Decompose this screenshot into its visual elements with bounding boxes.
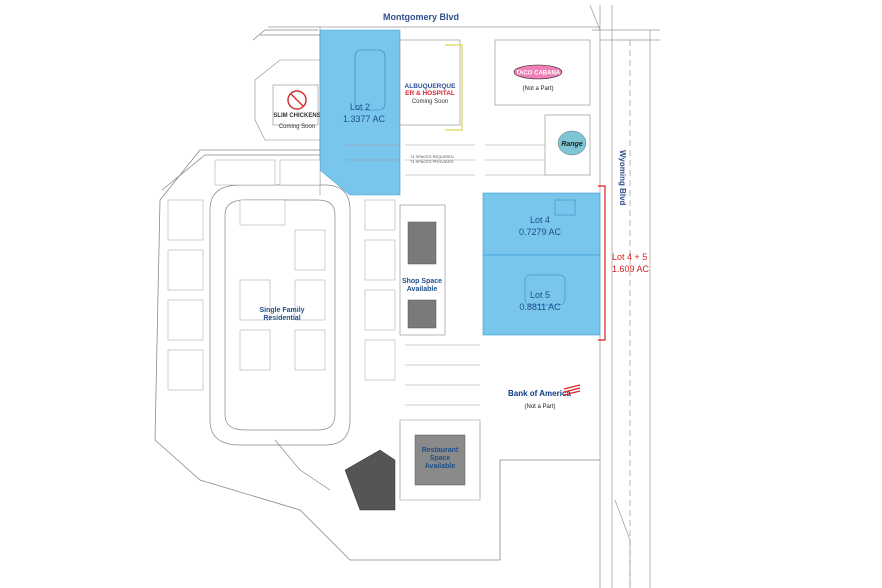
boa-name: Bank of America	[508, 389, 571, 398]
taco-cabana-note: (Not a Part)	[522, 86, 553, 92]
wyoming-blvd-label: Wyoming Blvd	[618, 150, 627, 206]
lot-5-label: Lot 5	[530, 290, 550, 300]
boa-note: (Not a Part)	[524, 404, 555, 410]
lot-2-acreage: 1.3377 AC	[343, 114, 386, 124]
lot-group-label: Lot 4 + 5	[612, 252, 647, 262]
range-logo-icon	[557, 130, 587, 156]
lot-2-label: Lot 2	[350, 102, 370, 112]
slim-chickens-pad: SLIM CHICKENS Coming Soon	[254, 59, 321, 141]
shop-space[interactable]: Shop Space Available	[399, 204, 446, 336]
restaurant-label-line1: Restaurant	[422, 447, 459, 454]
shop-label-line1: Shop Space	[402, 278, 442, 285]
taco-cabana-pad: TACO CABANA (Not a Part)	[494, 39, 591, 106]
lot-4-label: Lot 4	[530, 215, 550, 225]
slim-chickens-status: Coming Soon	[279, 124, 315, 130]
range-pad: Range	[544, 114, 591, 176]
restaurant-space[interactable]: Restaurant Space Available	[399, 419, 481, 501]
lot-5-acreage: 0.8811 AC	[519, 302, 561, 312]
residential-loop	[209, 184, 351, 446]
restaurant-label-line3: Available	[425, 463, 456, 470]
parking-rows	[345, 144, 545, 406]
lot-4[interactable]: Lot 4 0.7279 AC	[482, 192, 601, 256]
lot-group-acreage: 1.609 AC	[612, 264, 650, 274]
restaurant-label-line2: Space	[430, 455, 451, 462]
lot-4-5-bracket	[598, 185, 606, 341]
residential-homesites	[167, 159, 396, 391]
er-hospital-pad: ALBUQUERQUE ER & HOSPITAL Coming Soon	[399, 39, 463, 131]
lot-5[interactable]: Lot 5 0.8811 AC	[482, 254, 601, 336]
boa-flag-icon	[563, 384, 581, 396]
er-status: Coming Soon	[412, 99, 448, 105]
residential-label-line1: Single Family	[259, 307, 304, 314]
shop-label-line2: Available	[407, 286, 438, 293]
er-name-line2: ER & HOSPITAL	[405, 90, 455, 97]
range-name: Range	[561, 141, 583, 148]
montgomery-blvd-label: Montgomery Blvd	[383, 12, 459, 22]
lot-4-acreage: 0.7279 AC	[519, 227, 562, 237]
entry-feature	[274, 439, 396, 511]
slim-chickens-name: SLIM CHICKENS	[273, 113, 320, 119]
bank-of-america-pad: Bank of America (Not a Part)	[508, 384, 581, 410]
residential-label-line2: Residential	[263, 315, 300, 322]
taco-cabana-name: TACO CABANA	[516, 71, 561, 77]
parking-required: 74 SPACES REQUIRED	[410, 154, 454, 159]
er-name-line1: ALBUQUERQUE	[405, 83, 457, 90]
lot-2[interactable]: Lot 2 1.3377 AC	[319, 29, 401, 196]
parking-provided: 74 SPACES PROVIDED	[410, 159, 454, 164]
taco-cabana-logo-icon	[513, 64, 563, 80]
